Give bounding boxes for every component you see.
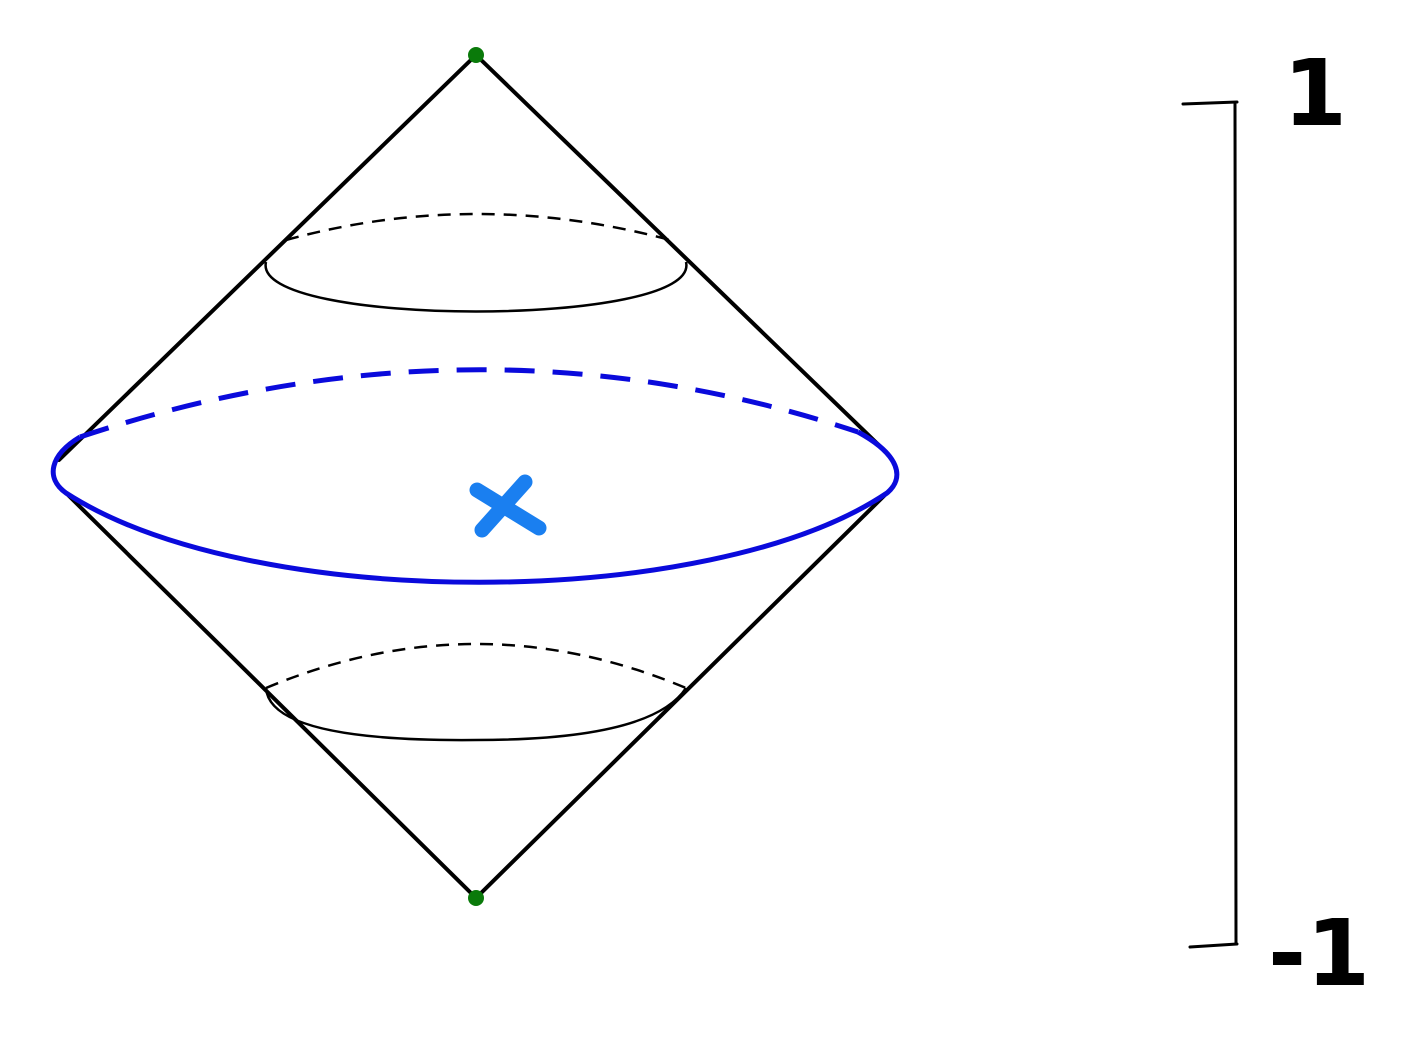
upper-slice-front	[264, 261, 688, 313]
scale-bottom-tick	[1188, 942, 1239, 949]
diamond-outline	[57, 53, 891, 900]
scale-top-tick	[1181, 100, 1239, 106]
lower-slice-front	[264, 687, 688, 742]
lower-slice	[264, 642, 688, 742]
equator-front	[50, 429, 900, 585]
upper-slice	[264, 212, 688, 313]
scale-top-label: 1	[1283, 40, 1347, 147]
equator-back	[79, 367, 859, 440]
scale-bottom-label: -1	[1268, 900, 1370, 1007]
upper-slice-back	[285, 212, 671, 242]
scale-axis	[1233, 102, 1238, 946]
upper-left-edge	[57, 53, 478, 462]
scale-bar	[1181, 100, 1239, 949]
lower-left-edge	[64, 491, 478, 900]
upper-right-edge	[474, 53, 891, 457]
x-mark-icon	[469, 474, 547, 538]
lower-slice-back	[265, 642, 687, 690]
bottom-apex-dot	[468, 890, 484, 906]
top-apex-dot	[468, 47, 484, 63]
equator-slice	[50, 367, 900, 585]
